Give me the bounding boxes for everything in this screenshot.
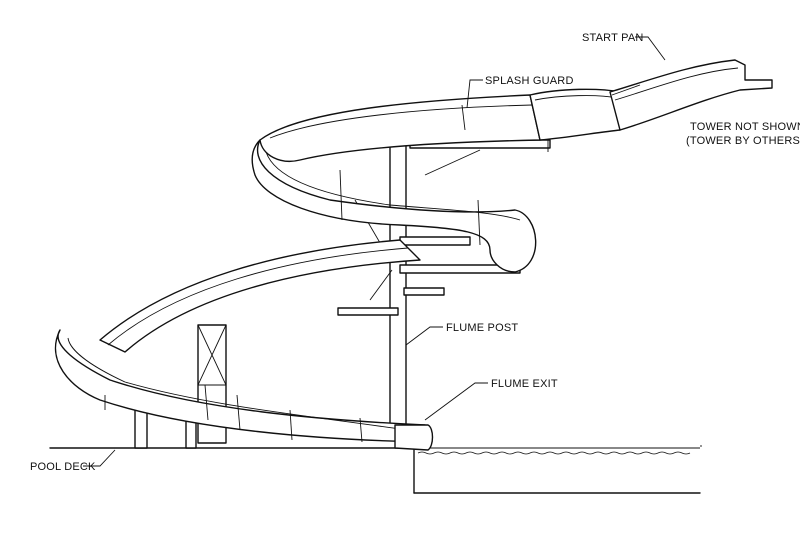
callout-leaders (83, 36, 666, 467)
label-flume-exit: FLUME EXIT (491, 378, 558, 390)
label-pool-deck: POOL DECK (30, 461, 96, 473)
flume-middle-spiral (251, 139, 537, 273)
flume-exit (394, 424, 434, 451)
label-tower-line1: TOWER NOT SHOWN (690, 121, 800, 133)
flume-upper-spiral (259, 94, 541, 162)
label-start-pan: START PAN (582, 32, 644, 44)
label-tower-line2: (TOWER BY OTHERS) (686, 135, 800, 147)
pool-deck-line (49, 447, 701, 494)
pool-water (414, 445, 702, 455)
splash-guard (529, 88, 621, 141)
label-splash-guard: SPLASH GUARD (485, 75, 574, 87)
flume-lower-run (99, 239, 421, 353)
label-flume-post: FLUME POST (446, 322, 518, 334)
start-pan (609, 59, 773, 131)
flume-lower-curve (54, 329, 429, 443)
